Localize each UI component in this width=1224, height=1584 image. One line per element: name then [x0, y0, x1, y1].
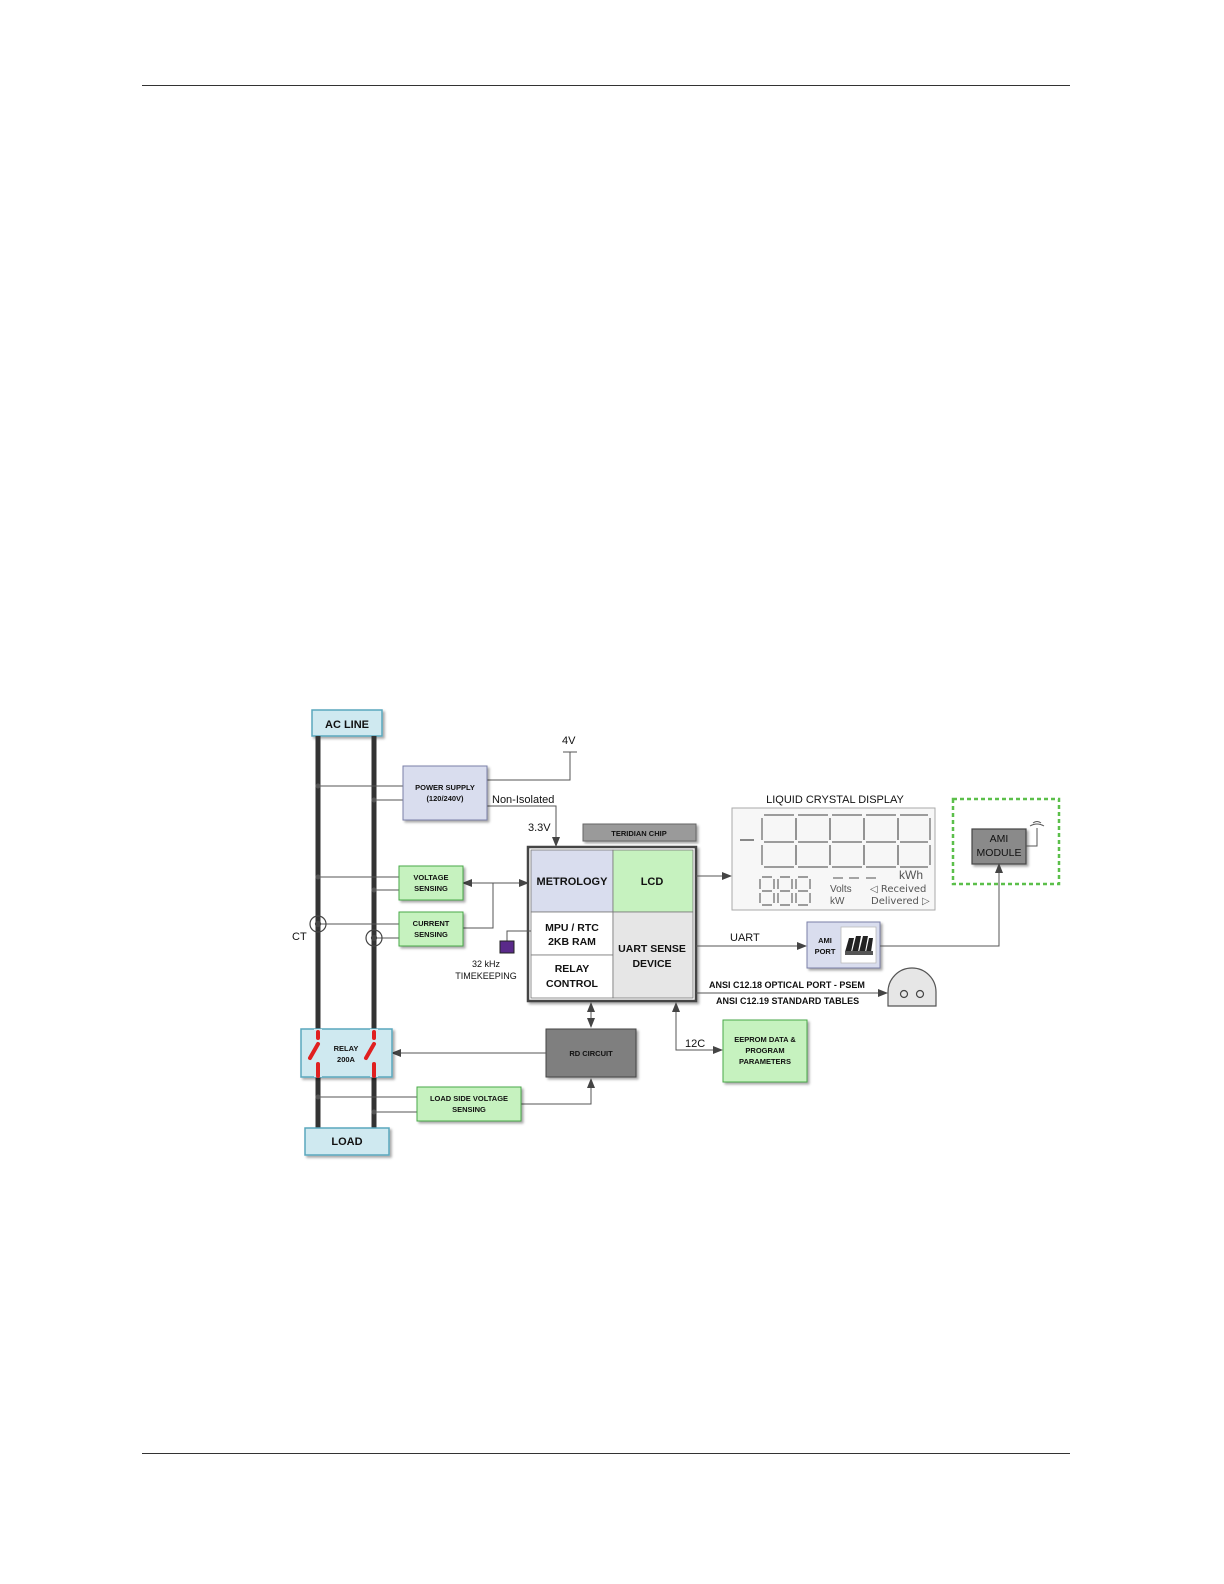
voltage-4v-label: 4V: [562, 735, 576, 747]
timekeeping-label-1: 32 kHz: [472, 959, 501, 969]
relay-label-2: 200A: [337, 1055, 356, 1064]
eeprom-label-1: EEPROM DATA &: [734, 1035, 796, 1044]
optical-port-icon: [887, 967, 937, 1007]
rd-circuit-box: RD CIRCUIT: [545, 1028, 637, 1078]
liquid-crystal-display: Volts kW kWh ◁ Received Delivered ▷: [731, 807, 936, 911]
eeprom-label-2: PROGRAM: [745, 1046, 784, 1055]
power-supply-label-1: POWER SUPPLY: [415, 783, 475, 792]
voltage-sensing-label-2: SENSING: [414, 884, 448, 893]
voltage-3v3-label: 3.3V: [528, 822, 551, 834]
voltage-sensing-wires: [315, 874, 529, 893]
relay-control-label-1: RELAY: [555, 963, 590, 975]
load-box: LOAD: [304, 1127, 390, 1156]
ami-module-enclosure: AMI MODULE: [951, 797, 1061, 886]
current-sensing-label-1: CURRENT: [413, 919, 450, 928]
uart-sense-label-1: UART SENSE: [618, 943, 686, 955]
relay-label-1: RELAY: [334, 1044, 359, 1053]
ct-sensors: [309, 915, 383, 947]
standard-tables-label: ANSI C12.19 STANDARD TABLES: [716, 996, 859, 1006]
metrology-label: METROLOGY: [537, 876, 609, 888]
ami-port-box: AMI PORT: [806, 921, 881, 969]
relay-switch-icon: [308, 1030, 376, 1078]
lcd-block: [612, 849, 694, 913]
i2c-label: 12C: [685, 1038, 705, 1050]
rd-circuit-label: RD CIRCUIT: [569, 1049, 613, 1058]
load-side-voltage-label-1: LOAD SIDE VOLTAGE: [430, 1094, 508, 1103]
optical-port-label: ANSI C12.18 OPTICAL PORT - PSEM: [709, 980, 865, 990]
eeprom-box: EEPROM DATA & PROGRAM PARAMETERS: [722, 1019, 808, 1083]
header-rule: [142, 85, 1070, 86]
ami-module-label-2: MODULE: [977, 847, 1022, 859]
eeprom-label-3: PARAMETERS: [739, 1057, 791, 1066]
lcd-kwh: kWh: [899, 868, 923, 882]
uart-sense-block: [612, 911, 694, 999]
current-sensing-box: CURRENT SENSING: [398, 911, 464, 947]
relay-control-label-2: CONTROL: [546, 978, 598, 990]
load-side-wires: [315, 1078, 595, 1115]
current-sensing-label-2: SENSING: [414, 930, 448, 939]
ac-line-box: AC LINE: [311, 709, 383, 737]
connector-icon: [845, 936, 873, 955]
mpu-label-2: 2KB RAM: [548, 936, 596, 948]
footer-rule: [142, 1453, 1070, 1454]
voltage-sensing-box: VOLTAGE SENSING: [398, 865, 464, 901]
ami-port-label-1: AMI: [818, 936, 832, 945]
load-side-voltage-label-2: SENSING: [452, 1105, 486, 1114]
lcd-label: LCD: [641, 876, 664, 888]
teridian-chip-label: TERIDIAN CHIP: [611, 829, 666, 838]
lcd-kw: kW: [830, 896, 845, 907]
ami-module-box: [971, 828, 1027, 865]
metrology-block: [530, 849, 614, 913]
ct-label: CT: [292, 931, 307, 943]
ami-port-label-2: PORT: [815, 947, 836, 956]
relay-control-block: [530, 954, 614, 999]
load-label: LOAD: [331, 1136, 362, 1148]
power-supply-wires: [315, 751, 577, 847]
power-supply-box: POWER SUPPLY (120/240V): [402, 765, 488, 821]
i2c-arrow: [672, 1002, 723, 1054]
timekeeping-label-2: TIMEKEEPING: [455, 971, 517, 981]
uart-label: UART: [730, 932, 760, 944]
lcd-small-digits: [759, 876, 811, 906]
voltage-sensing-label-1: VOLTAGE: [413, 873, 448, 882]
lcd-received: ◁ Received: [870, 884, 926, 895]
power-supply-label-2: (120/240V): [426, 794, 464, 803]
load-side-voltage-box: LOAD SIDE VOLTAGE SENSING: [416, 1086, 522, 1122]
mpu-label-1: MPU / RTC: [545, 922, 599, 934]
relay-box: RELAY 200A: [300, 1028, 393, 1078]
lcd-digits: [761, 814, 931, 868]
teridian-chip-label-box: TERIDIAN CHIP: [582, 823, 697, 842]
lcd-title: LIQUID CRYSTAL DISPLAY: [766, 794, 904, 806]
mpu-block: [530, 911, 614, 956]
current-sensing-wires: [318, 883, 494, 939]
non-isolated-label: Non-Isolated: [492, 794, 554, 806]
teridian-chip: METROLOGY LCD MPU / RTC 2KB RAM RELAY CO…: [526, 845, 698, 1003]
ac-line-label: AC LINE: [325, 719, 369, 731]
lcd-volts: Volts: [830, 884, 852, 895]
ami-module-label-1: AMI: [990, 833, 1009, 845]
uart-sense-label-2: DEVICE: [632, 958, 671, 970]
antenna-icon: [1029, 821, 1045, 827]
lcd-delivered: Delivered ▷: [871, 896, 930, 907]
crystal-oscillator: [499, 930, 531, 954]
ami-port-to-module-arrow: [880, 863, 1003, 947]
